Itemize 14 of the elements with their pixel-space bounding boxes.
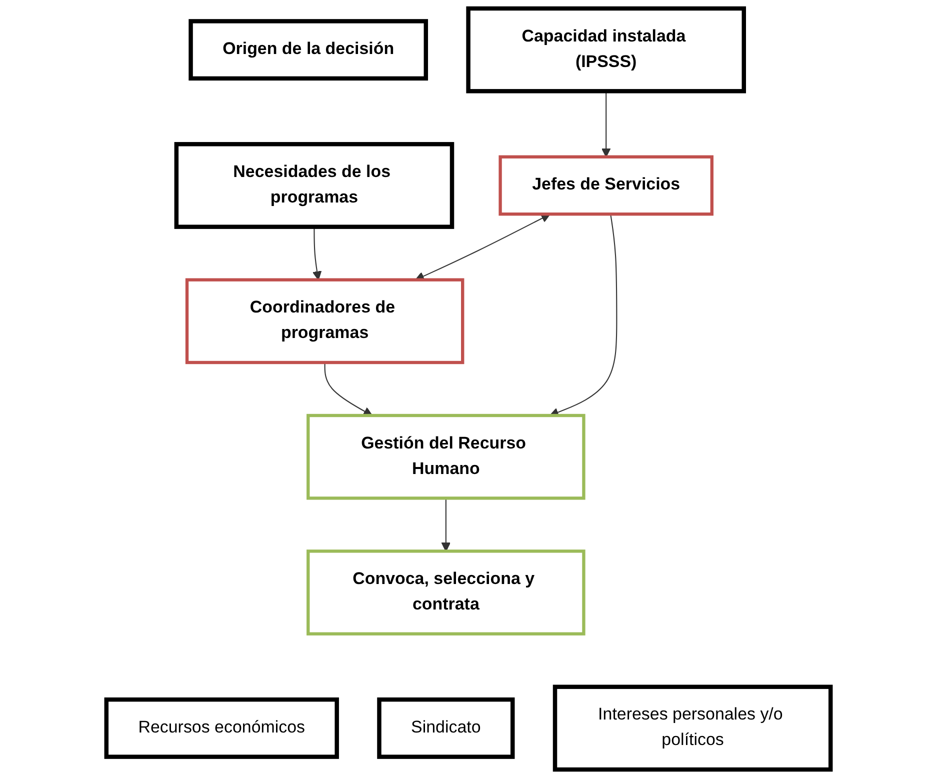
node-box: Sindicato — [377, 697, 515, 759]
node-box: Capacidad instalada (IPSSS) — [466, 6, 746, 94]
arrow — [312, 226, 322, 280]
node-box: Jefes de Servicios — [498, 155, 714, 216]
node-box: Coordinadores de programas — [185, 278, 464, 364]
node-box: Recursos económicos — [104, 697, 339, 759]
node-box: Gestión del Recurso Humano — [306, 414, 586, 500]
node-box: Intereses personales y/o políticos — [552, 684, 833, 772]
arrow — [324, 362, 373, 416]
node-box: Origen de la decisión — [188, 19, 428, 81]
node-box: Necesidades de los programas — [174, 142, 454, 229]
arrow — [601, 91, 611, 158]
arrow — [441, 498, 451, 552]
node-box: Convoca, selecciona y contrata — [306, 550, 586, 636]
